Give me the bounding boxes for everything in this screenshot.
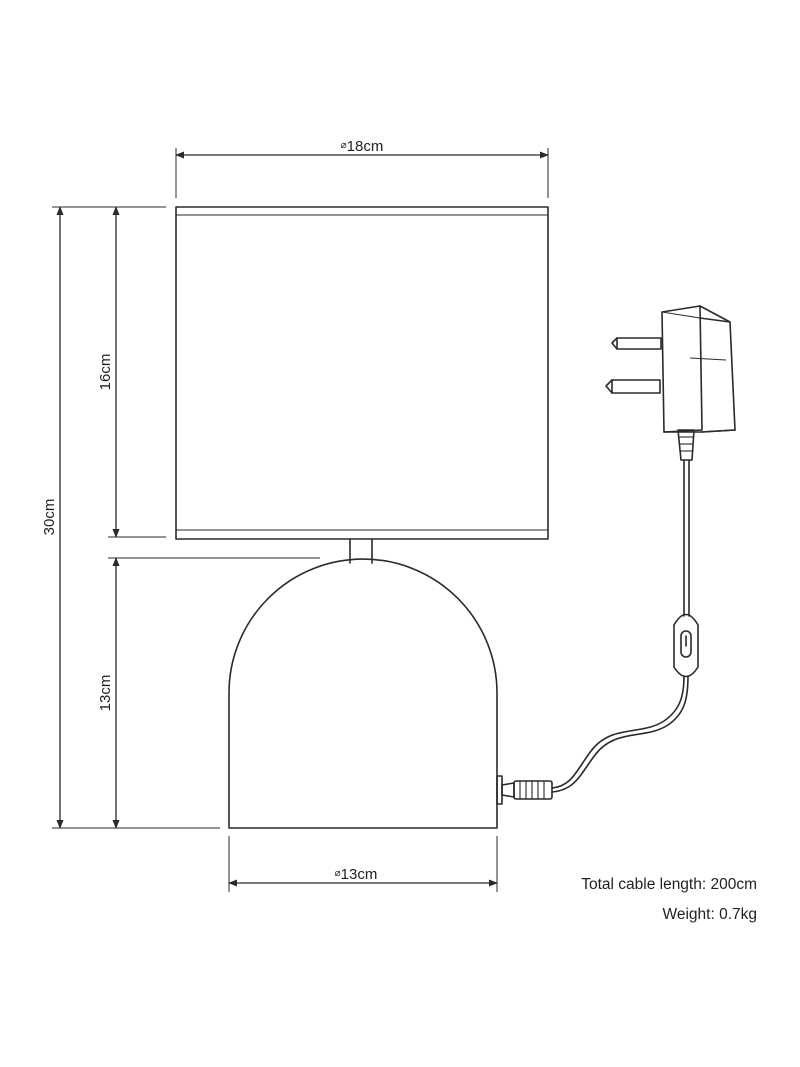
dimension-labels: ⌀18cm 30cm 16cm 13cm ⌀13cm (41, 138, 383, 883)
total-height-label: 30cm (41, 499, 58, 536)
cable-connector (496, 775, 553, 805)
cable-length-note: Total cable length: 200cm (581, 876, 757, 893)
dimension-lines (56, 151, 549, 887)
lamp-shade (175, 206, 549, 540)
base-height-label: 13cm (97, 675, 114, 712)
extension-lines (52, 148, 549, 892)
uk-plug-adapter-icon (605, 305, 736, 433)
shade-diameter-label: ⌀18cm (341, 138, 384, 155)
base-diameter-label: ⌀13cm (335, 866, 378, 883)
shade-height-label: 16cm (97, 354, 114, 391)
power-cable (551, 459, 690, 793)
plug-strain-relief (677, 429, 695, 461)
weight-note: Weight: 0.7kg (662, 906, 758, 923)
inline-switch-icon (673, 613, 699, 678)
lamp-base (228, 558, 498, 829)
